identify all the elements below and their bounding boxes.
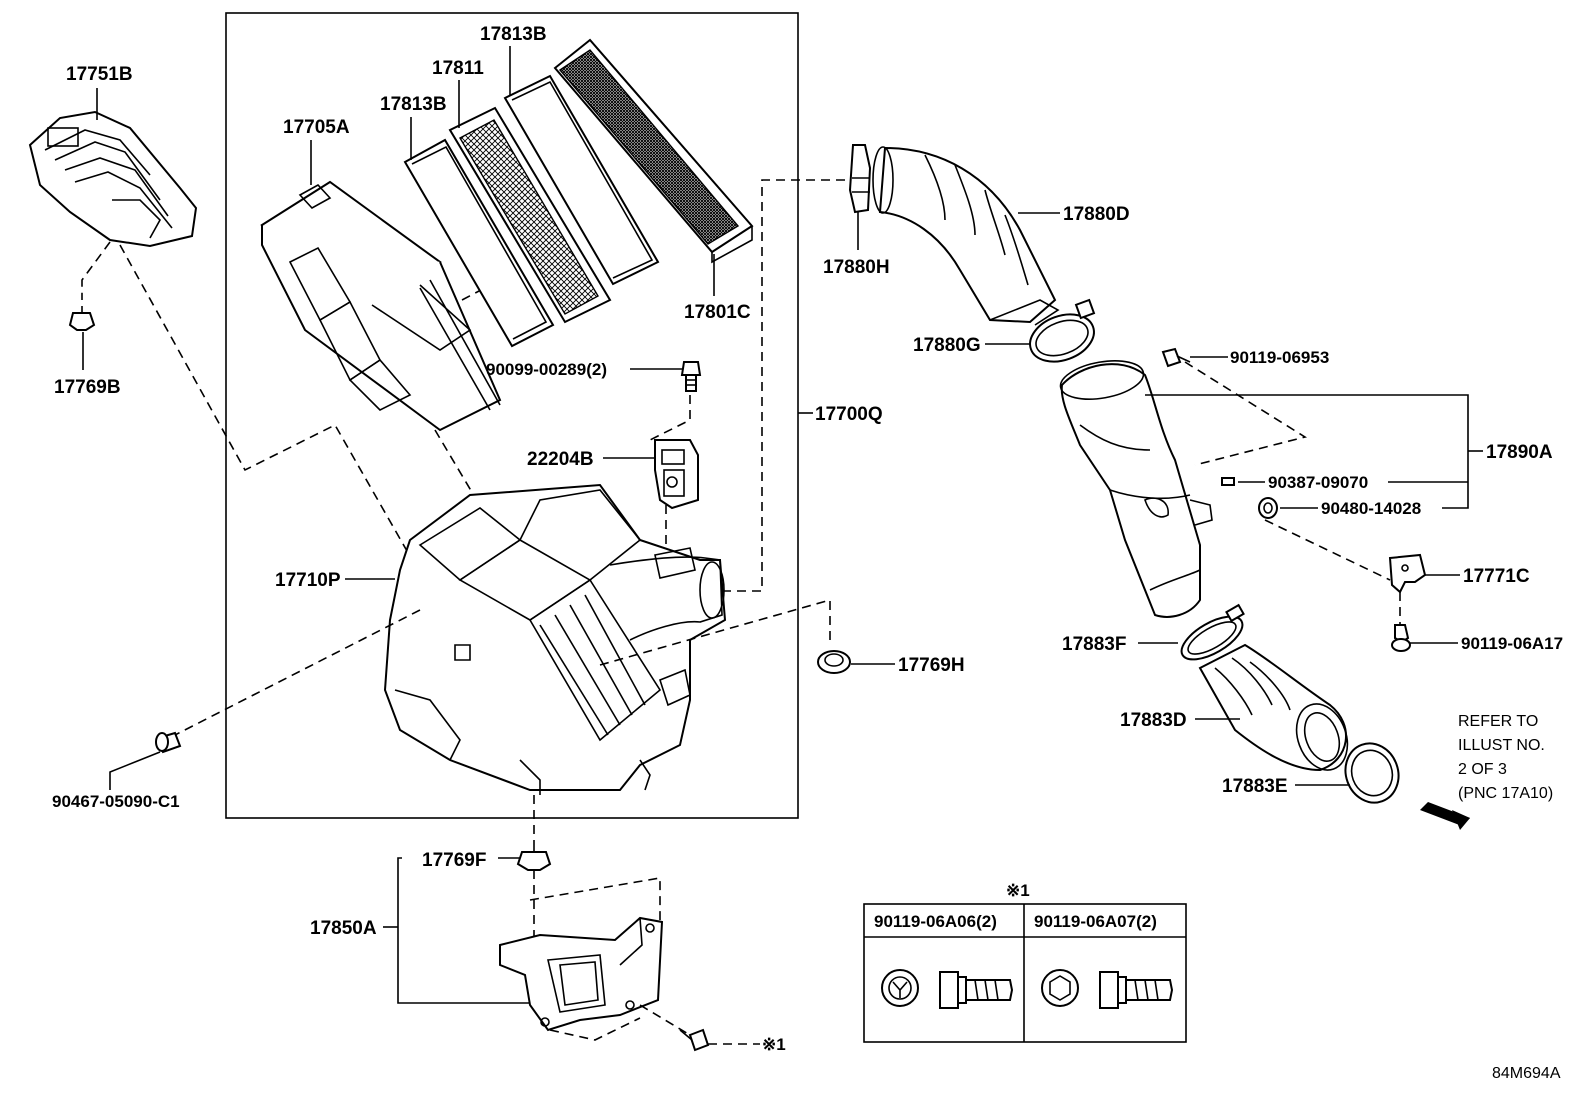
legend-col1-header: 90119-06A06(2): [874, 912, 997, 931]
reference-arrow-icon: [1420, 802, 1470, 830]
screw-90099-00289: [680, 361, 702, 392]
grommet-90480-14028: [1258, 497, 1278, 519]
grommet-17769H: [817, 650, 851, 674]
pin-90387-09070: [1221, 477, 1235, 486]
air-cleaner-cap-17705A: [260, 180, 502, 432]
air-cleaner-case-17710P: [383, 483, 727, 795]
reference-note-line4: (PNC 17A10): [1458, 785, 1553, 802]
intake-hose-17880D: [872, 146, 1060, 326]
hose-clamp-17883E: [1344, 742, 1400, 804]
label-17811: 17811: [432, 58, 484, 79]
label-17751B: 17751B: [66, 64, 133, 85]
plate-17813B-rear: [503, 74, 660, 286]
bolt-90119-06953: [1161, 347, 1191, 368]
label-17883D: 17883D: [1120, 710, 1187, 731]
mesh-filter-17811: [448, 106, 612, 324]
clip-90467-05090-C1: [155, 731, 182, 754]
label-17769F: 17769F: [422, 850, 486, 871]
label-17890A: 17890A: [1486, 442, 1553, 463]
label-17700Q: 17700Q: [815, 404, 883, 425]
reference-note-line2: ILLUST NO.: [1458, 737, 1545, 754]
grommet-17769F: [516, 845, 552, 871]
label-90119-06953: 90119-06953: [1230, 348, 1329, 367]
mass-air-flow-sensor-22204B: [654, 439, 699, 510]
fastener-legend-table: [863, 903, 1187, 1043]
hose-17883D: [1198, 643, 1349, 772]
air-filter-element-17801C: [553, 38, 754, 264]
plate-17813B-front: [403, 138, 555, 348]
clamp-17880H: [848, 144, 872, 214]
label-17769H: 17769H: [898, 655, 965, 676]
label-17883F: 17883F: [1062, 634, 1126, 655]
label-22204B: 22204B: [527, 449, 594, 470]
label-17880G: 17880G: [913, 335, 981, 356]
label-17801C: 17801C: [684, 302, 751, 323]
label-17880H: 17880H: [823, 257, 890, 278]
label-90119-06A17: 90119-06A17: [1461, 634, 1563, 653]
label-mark1-screw: ※1: [762, 1035, 786, 1054]
label-mark1-table: ※1: [1006, 881, 1030, 900]
reference-note-line3: 2 OF 3: [1458, 761, 1507, 778]
label-17769B: 17769B: [54, 377, 121, 398]
diagram-code: 84M694A: [1492, 1065, 1561, 1082]
label-17813B-front: 17813B: [380, 94, 447, 115]
label-90480-14028: 90480-14028: [1321, 499, 1421, 518]
reference-note-line1: REFER TO: [1458, 713, 1538, 730]
label-17705A: 17705A: [283, 117, 350, 138]
legend-col2-header: 90119-06A07(2): [1034, 912, 1157, 931]
label-17710P: 17710P: [275, 570, 341, 591]
clip-17769B: [68, 306, 96, 331]
label-17850A: 17850A: [310, 918, 377, 939]
label-90387-09070: 90387-09070: [1268, 473, 1368, 492]
label-17880D: 17880D: [1063, 204, 1130, 225]
bracket-17771C: [1388, 553, 1427, 594]
screw-mark1: [679, 1028, 710, 1052]
bracket-17850A: [499, 916, 664, 1032]
intake-pipe-17890A: [1059, 360, 1213, 618]
bolt-90119-06A17: [1391, 624, 1411, 652]
label-90467-05090-C1: 90467-05090-C1: [52, 792, 180, 811]
label-17813B-rear: 17813B: [480, 24, 547, 45]
air-duct-17751B: [28, 110, 198, 248]
label-90099-00289: 90099-00289(2): [486, 360, 607, 379]
label-17771C: 17771C: [1463, 566, 1530, 587]
hose-clamp-17880G: [1029, 298, 1096, 363]
hose-clamp-17883F: [1180, 603, 1245, 661]
assembly-box-17700Q: [225, 12, 799, 819]
label-17883E: 17883E: [1222, 776, 1288, 797]
